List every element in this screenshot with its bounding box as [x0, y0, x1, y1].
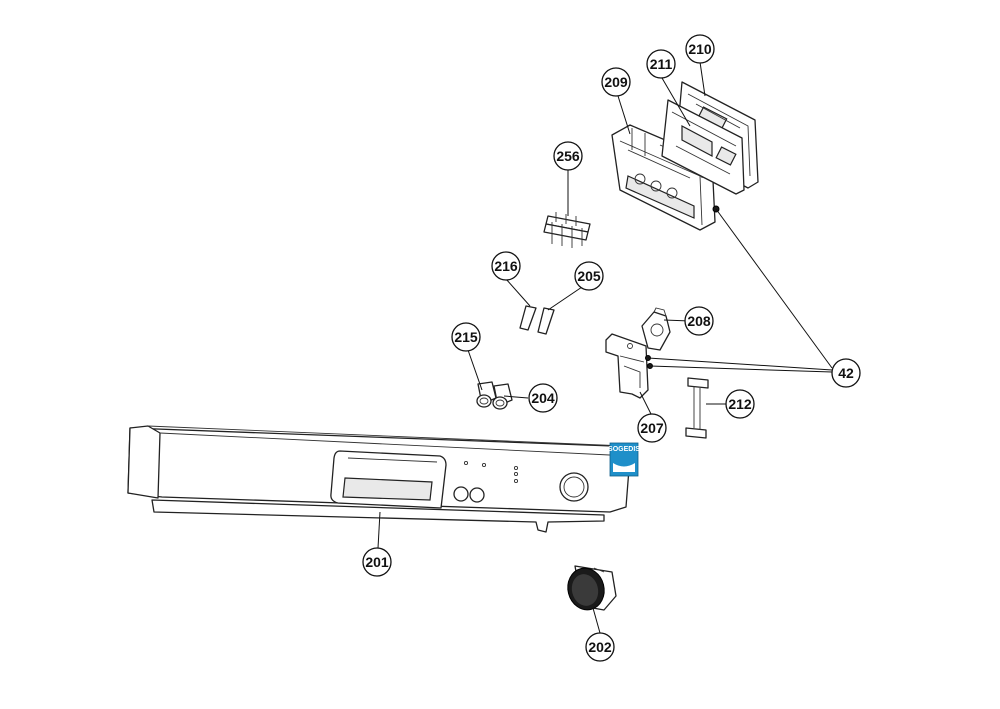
part-215-push-button: [476, 381, 497, 408]
leader-lines: [377, 61, 833, 634]
callout-216: 216: [491, 251, 521, 281]
part-212-wire-harness: [685, 377, 709, 439]
callout-205: 205: [574, 261, 604, 291]
callout-208-label: 208: [687, 313, 711, 329]
callout-212: 212: [725, 389, 755, 419]
callout-201-label: 201: [365, 554, 389, 570]
callout-256-label: 256: [556, 148, 580, 164]
callout-204: 204: [528, 383, 558, 413]
callout-208: 208: [684, 306, 714, 336]
part-208-selector: [641, 307, 671, 351]
callout-209-label: 209: [604, 74, 628, 90]
callout-201: 201: [362, 547, 392, 577]
callout-202: 202: [585, 632, 615, 662]
part-202-knob: [567, 565, 617, 611]
callout-42-label: 42: [838, 365, 854, 381]
callout-42: 42: [831, 358, 861, 388]
part-211-circuit-board: [661, 99, 745, 195]
logo-text: SOGEDIS: [608, 446, 640, 453]
callout-215: 215: [451, 322, 481, 352]
part-256-connector: [543, 212, 591, 248]
part-204-push-button: [492, 383, 513, 410]
callout-211-label: 211: [650, 56, 673, 72]
callout-204-label: 204: [531, 390, 555, 406]
callout-209: 209: [601, 67, 631, 97]
callout-256: 256: [553, 141, 583, 171]
part-201-control-panel: [127, 425, 631, 533]
callout-207: 207: [637, 413, 667, 443]
callout-202-label: 202: [588, 639, 612, 655]
sogedis-logo: SOGEDIS: [608, 442, 640, 477]
callout-212-label: 212: [728, 396, 752, 412]
callout-205-label: 205: [577, 268, 601, 284]
callout-216-label: 216: [494, 258, 518, 274]
part-216-lever: [519, 305, 537, 331]
callout-215-label: 215: [454, 329, 478, 345]
part-205-lever: [537, 307, 555, 335]
callout-210: 210: [685, 34, 715, 64]
callout-210-label: 210: [688, 41, 712, 57]
part-207-bracket: [605, 333, 649, 399]
callout-207-label: 207: [640, 420, 664, 436]
callout-211: 211: [646, 49, 676, 79]
